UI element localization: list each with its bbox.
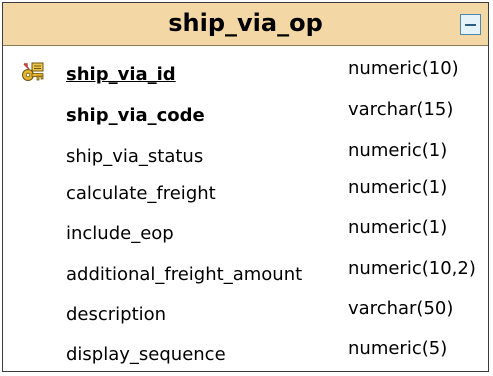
column-name: ship_via_status (66, 146, 204, 167)
table-header[interactable]: ship_via_op (3, 3, 488, 46)
column-row-ship-via-id[interactable]: ship_via_id numeric(10) (3, 56, 488, 96)
primary-key-icon (22, 62, 44, 81)
column-type: varchar(15) (348, 99, 454, 120)
column-type: numeric(10,2) (348, 258, 476, 279)
column-name: ship_via_code (66, 105, 205, 126)
column-name: include_eop (66, 223, 174, 244)
column-type: numeric(1) (348, 140, 448, 161)
collapse-button[interactable] (460, 14, 481, 35)
column-row-ship-via-code[interactable]: ship_via_code varchar(15) (3, 97, 488, 137)
collapse-minus-icon (465, 24, 476, 26)
entity-table[interactable]: ship_via_op ship_via_id numeric(10) ship… (2, 2, 489, 372)
column-row-calculate-freight[interactable]: calculate_freight numeric(1) (3, 175, 488, 215)
column-row-description[interactable]: description varchar(50) (3, 296, 488, 336)
column-row-ship-via-status[interactable]: ship_via_status numeric(1) (3, 138, 488, 178)
column-name: ship_via_id (66, 64, 176, 85)
table-title: ship_via_op (168, 9, 323, 37)
column-name: additional_freight_amount (66, 264, 303, 285)
column-row-include-eop[interactable]: include_eop numeric(1) (3, 215, 488, 255)
column-type: numeric(1) (348, 177, 448, 198)
column-type: numeric(5) (348, 338, 448, 359)
column-row-display-sequence[interactable]: display_sequence numeric(5) (3, 336, 488, 376)
column-type: varchar(50) (348, 298, 454, 319)
column-row-additional-freight-amount[interactable]: additional_freight_amount numeric(10,2) (3, 256, 488, 296)
column-name: description (66, 304, 167, 325)
column-name: calculate_freight (66, 183, 216, 204)
column-type: numeric(10) (348, 58, 459, 79)
column-name: display_sequence (66, 344, 226, 365)
column-type: numeric(1) (348, 217, 448, 238)
